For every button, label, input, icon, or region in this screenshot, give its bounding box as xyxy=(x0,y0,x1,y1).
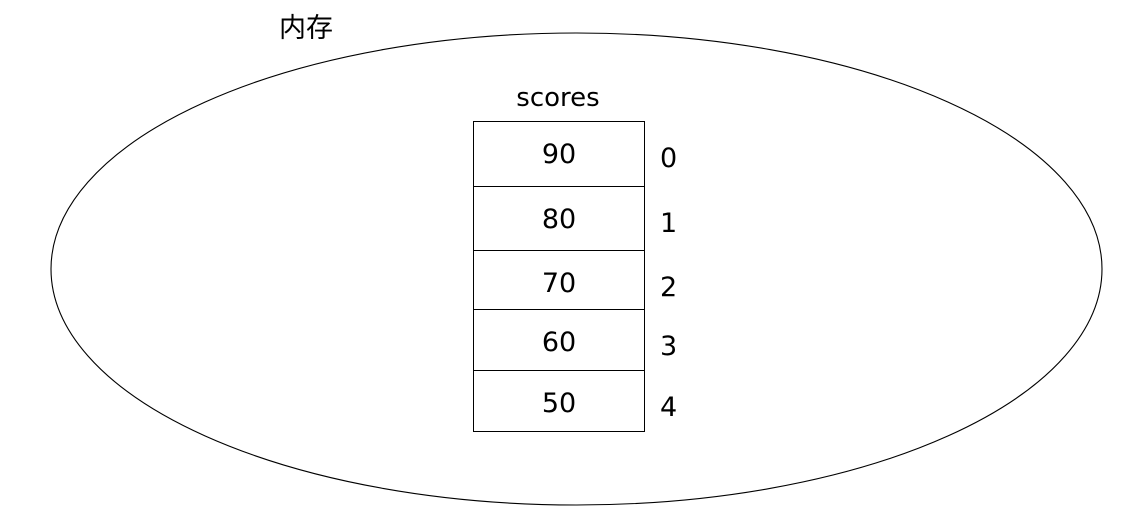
array-index-0: 0 xyxy=(660,143,678,174)
array-cell-value-1: 80 xyxy=(541,204,577,235)
array-cell-value-4: 50 xyxy=(541,388,577,419)
array-cell-2: 70 2 xyxy=(474,251,677,310)
array-index-2: 2 xyxy=(660,272,678,303)
array-name-label: scores xyxy=(516,83,600,113)
array-cell-4: 50 4 xyxy=(474,371,677,432)
array-index-1: 1 xyxy=(660,208,678,239)
array-index-3: 3 xyxy=(660,331,678,362)
array-cell-value-0: 90 xyxy=(541,139,577,170)
array-index-4: 4 xyxy=(660,392,678,423)
array-cell-0: 90 0 xyxy=(474,122,677,187)
array-cell-1: 80 1 xyxy=(474,187,677,251)
array-table: 90 0 80 1 70 2 60 3 50 4 xyxy=(473,121,677,432)
array-cell-3: 60 3 xyxy=(474,310,677,371)
memory-label: 内存 xyxy=(279,13,333,44)
array-cell-value-3: 60 xyxy=(541,327,577,358)
array-cell-value-2: 70 xyxy=(541,268,577,299)
